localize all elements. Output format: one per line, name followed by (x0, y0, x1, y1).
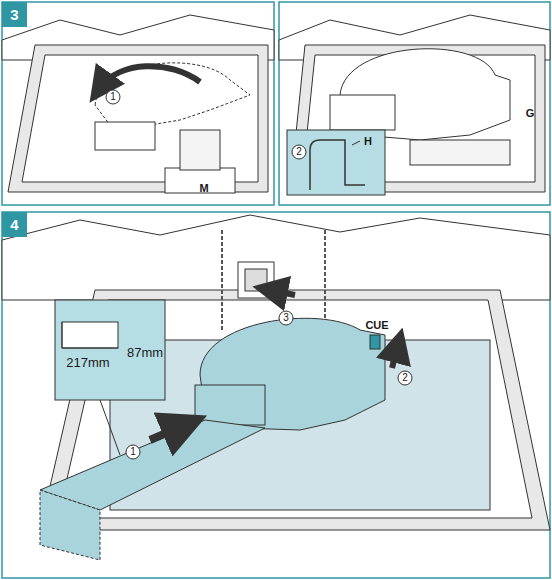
part-label: H (364, 136, 372, 147)
part-label: CUE (365, 320, 388, 331)
callout-number: 2 (402, 373, 408, 383)
callout-number: 1 (110, 92, 116, 102)
callout-number: 1 (130, 447, 136, 457)
part-label: G (526, 108, 535, 119)
step-number: 4 (10, 216, 18, 233)
dimension: 87mm (127, 346, 163, 359)
callout-number: 3 (283, 313, 289, 323)
dimension: 217mm (66, 356, 109, 369)
step-number: 3 (10, 6, 18, 23)
part-label: M (199, 183, 208, 194)
step-badge: 4 (2, 212, 27, 237)
step-badge: 3 (2, 2, 27, 27)
callout-number: 2 (296, 147, 302, 157)
